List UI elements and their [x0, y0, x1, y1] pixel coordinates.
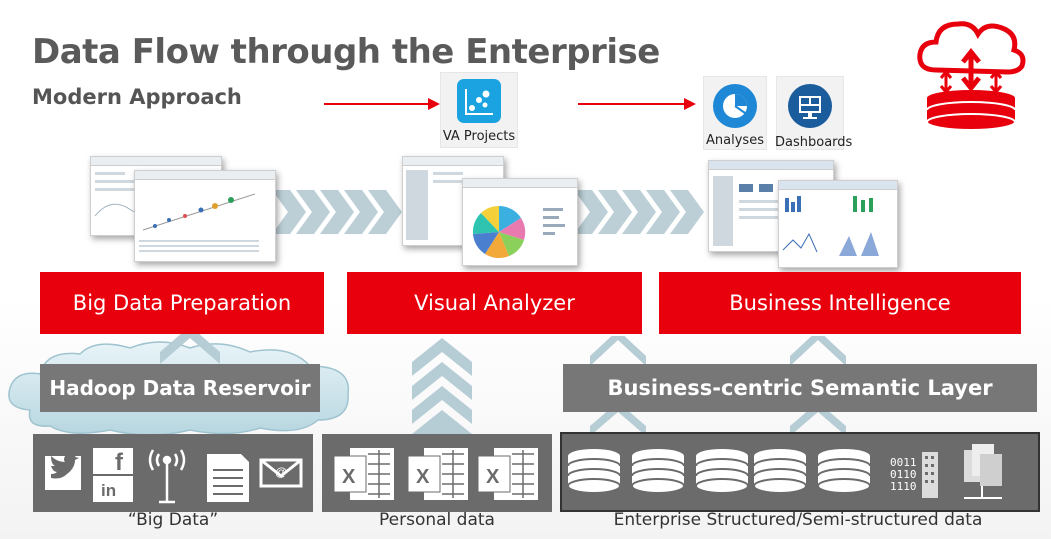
va-projects-tile[interactable]: VA Projects [440, 72, 518, 148]
business-intelligence-box[interactable]: Business Intelligence [659, 272, 1021, 334]
linkedin-icon: in [93, 476, 133, 502]
arrow-to-analyses-icon [578, 98, 696, 110]
up-chevron-sem2-icon [790, 336, 846, 366]
up-chevron-ent2-icon [790, 410, 846, 436]
bi-dashboard-thumb [782, 196, 879, 256]
svg-text:@: @ [275, 465, 287, 479]
big-data-preparation-box[interactable]: Big Data Preparation [40, 272, 324, 334]
database-icon-5 [817, 448, 871, 494]
big-data-source-icons: f in @ [45, 448, 303, 504]
bdp-screenshot-front [134, 170, 276, 262]
excel-files-icons: X X X [334, 448, 538, 500]
database-icon-1 [568, 448, 621, 494]
svg-text:in: in [101, 481, 116, 500]
excel-icon-1: X [334, 448, 394, 500]
excel-icon-3: X [477, 448, 538, 500]
page-subtitle: Modern Approach [32, 85, 242, 109]
svg-text:X: X [486, 466, 500, 488]
database-icon-4 [753, 448, 807, 494]
dashboards-label: Dashboards [775, 135, 853, 150]
svg-text:f: f [115, 449, 124, 476]
up-chevron-ent1-icon [590, 410, 646, 436]
svg-text:X: X [416, 466, 430, 488]
network-servers-icon [964, 444, 1002, 499]
analyses-tile[interactable]: Analyses [703, 76, 767, 150]
semantic-layer-bar[interactable]: Business-centric Semantic Layer [563, 364, 1037, 412]
va-screenshot-front [462, 178, 578, 266]
svg-text:0011: 0011 [890, 456, 917, 469]
scatter-chart-icon [457, 79, 501, 123]
pie-chart-icon [713, 84, 757, 128]
personal-data-caption: Personal data [379, 510, 495, 530]
bi-screenshot-front [778, 180, 898, 268]
page-title: Data Flow through the Enterprise [32, 32, 660, 72]
svg-text:X: X [342, 466, 356, 488]
bdp-scatter-thumb [139, 193, 259, 252]
svg-text:1110: 1110 [890, 480, 917, 493]
up-chevron-va-icon [412, 338, 472, 436]
arrow-to-va-projects-icon [324, 98, 440, 110]
database-icon-2 [631, 448, 685, 494]
va-pie-thumb [472, 205, 565, 259]
email-icon: @ [259, 458, 303, 488]
hadoop-data-reservoir-bar[interactable]: Hadoop Data Reservoir [40, 364, 320, 412]
cloud-database-icon [917, 21, 1026, 131]
database-icon-3 [695, 448, 749, 494]
big-data-source-panel[interactable]: f in @ [33, 434, 313, 512]
svg-text:0110: 0110 [890, 468, 917, 481]
twitter-icon [45, 454, 81, 490]
document-icon [207, 454, 249, 502]
dashboards-tile[interactable]: Dashboards [775, 76, 853, 150]
antenna-icon [148, 449, 186, 504]
facebook-icon: f [93, 448, 133, 476]
dashboard-icon [788, 84, 832, 128]
personal-source-panel[interactable]: X X X [322, 434, 552, 512]
visual-analyzer-box[interactable]: Visual Analyzer [347, 272, 642, 334]
analyses-label: Analyses [706, 133, 764, 148]
big-data-caption: “Big Data” [127, 510, 219, 530]
hadoop-label: Hadoop Data Reservoir [49, 376, 311, 400]
up-chevron-bdp-icon [160, 334, 220, 364]
enterprise-data-caption: Enterprise Structured/Semi-structured da… [613, 510, 983, 530]
chevron-flow-icon [272, 190, 704, 234]
up-chevron-sem1-icon [590, 336, 646, 366]
excel-icon-2: X [407, 448, 468, 500]
va-projects-label: VA Projects [442, 129, 516, 144]
